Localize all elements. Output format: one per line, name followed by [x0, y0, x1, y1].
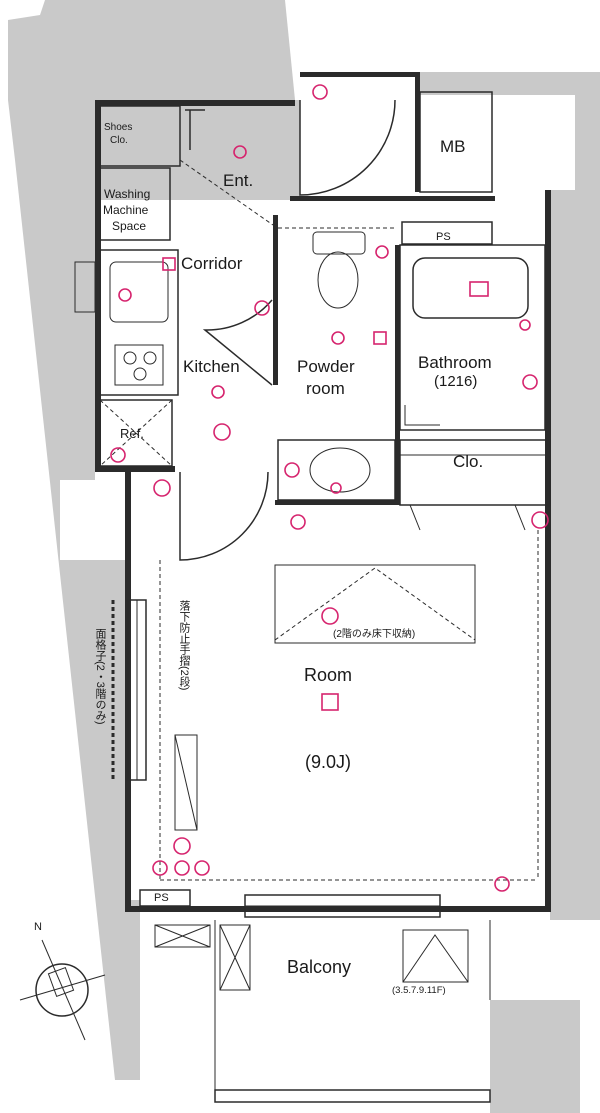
label-ent: Ent.	[223, 171, 253, 190]
entrance-door-swing	[299, 99, 396, 196]
label-clo: Clo.	[453, 452, 483, 471]
toilet-tank	[312, 231, 366, 255]
compass-north-label: N	[34, 921, 42, 933]
ps-bottom-box	[139, 889, 191, 907]
room-door-swing	[179, 471, 269, 561]
label-corridor: Corridor	[181, 254, 243, 273]
wall-mb-left	[415, 72, 420, 192]
label-powder-room: room	[306, 379, 345, 398]
wall-powder-right	[395, 245, 400, 505]
note-balcony-floors: (3.5.7.9.11F)	[392, 985, 446, 996]
ref-outline	[99, 399, 173, 467]
label-shoes: Shoes	[104, 122, 132, 133]
closet-outline	[399, 439, 551, 506]
label-bathroom-size: (1216)	[434, 373, 477, 390]
label-shoes-clo: Clo.	[110, 135, 128, 146]
label-room-size: (9.0J)	[305, 752, 351, 772]
doors	[179, 99, 526, 561]
labels: Shoes Clo. Washing Machine Space Ent. MB…	[94, 122, 492, 996]
wall-powder-left	[273, 215, 278, 385]
compass-circle	[35, 963, 89, 1017]
shoes-closet-outline	[99, 105, 181, 167]
room-outlines	[99, 91, 551, 907]
label-ref: Ref.	[120, 426, 144, 441]
wall-bottom-room	[125, 906, 551, 912]
balcony-items	[154, 920, 491, 1103]
bathroom-outline	[399, 244, 546, 431]
room-closet	[174, 734, 198, 831]
bathtub	[412, 257, 529, 319]
windows	[127, 599, 441, 918]
label-bathroom: Bathroom	[418, 353, 492, 372]
underfloor-storage	[274, 564, 476, 644]
wall-left-upper	[95, 100, 101, 470]
wall-powder-bottom	[275, 500, 400, 505]
wall-top-entry	[95, 100, 295, 106]
label-mb: MB	[440, 137, 466, 156]
wall-ref-bottom	[95, 466, 175, 472]
label-kitchen: Kitchen	[183, 357, 240, 376]
toilet-bowl	[317, 251, 359, 309]
note-lattice: 面格子(2・3階のみ)	[94, 628, 107, 725]
label-space: Space	[112, 219, 146, 233]
dashed-lines	[111, 159, 539, 881]
electrical-symbols	[110, 84, 549, 892]
label-machine: Machine	[103, 203, 149, 217]
label-ps-bottom: PS	[154, 892, 169, 904]
label-ps-top: PS	[436, 231, 451, 243]
label-washing: Washing	[104, 187, 150, 201]
mb-box	[419, 91, 493, 193]
kitchen-counter	[74, 249, 179, 396]
ps-top-box	[401, 221, 493, 245]
wall-ent-bottom	[290, 196, 495, 201]
label-powder: Powder	[297, 357, 355, 376]
powder-sink-area	[277, 439, 396, 501]
note-railing: 落下防止手摺(2段)	[178, 600, 191, 691]
kitchen-door-swing	[202, 299, 273, 386]
washing-outline	[99, 167, 171, 241]
label-balcony: Balcony	[287, 957, 351, 977]
bottom-right-mass	[490, 1000, 580, 1113]
compass: N	[19, 921, 106, 1041]
note-underfloor: (2階のみ床下収納)	[333, 627, 415, 640]
wall-right	[545, 190, 551, 910]
bottom-left-strip	[125, 900, 140, 1080]
top-right-mass	[420, 72, 600, 920]
wall-top-mb	[300, 72, 420, 77]
balcony-rail	[214, 1089, 491, 1103]
left-wedge	[8, 100, 125, 1080]
label-room: Room	[304, 665, 352, 685]
